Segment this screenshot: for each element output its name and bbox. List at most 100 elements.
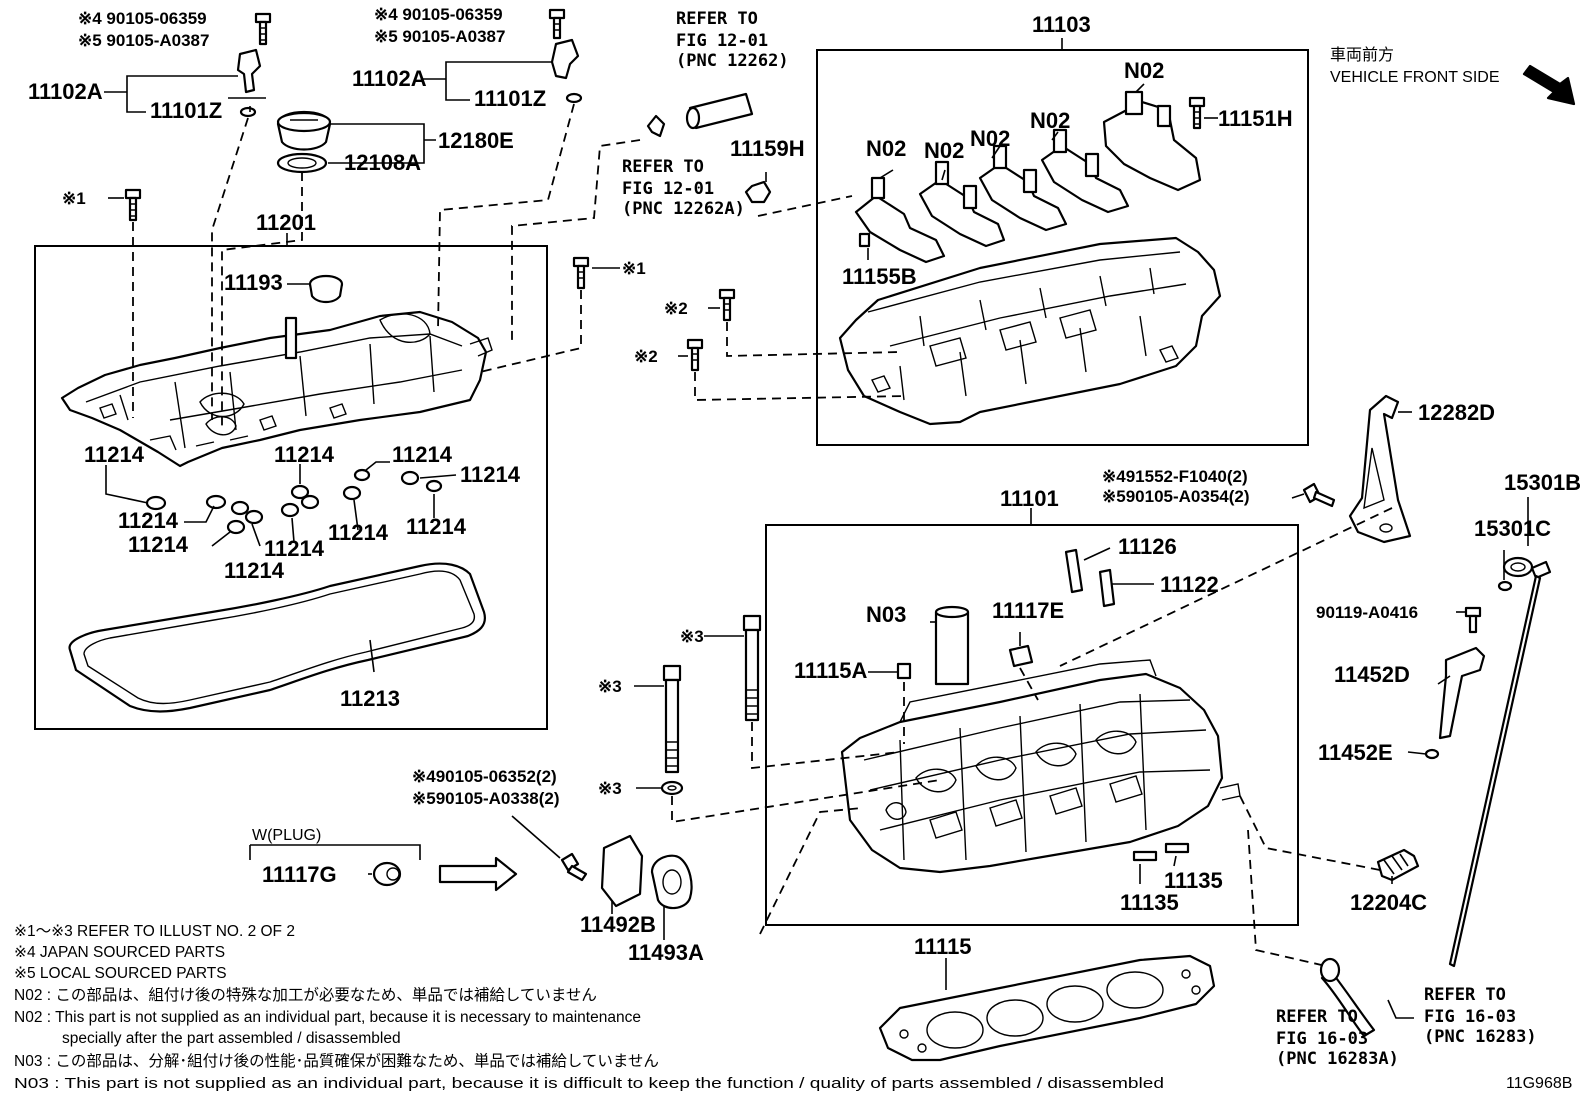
note-line: ※1～※3 REFER TO ILLUST NO. 2 OF 2: [14, 923, 295, 940]
part-label: N02: [866, 136, 906, 161]
camshaft-housing: [838, 236, 1222, 426]
note-line: N02 : この部品は、組付け後の特殊な加工が必要なため、単品では補給していませ…: [14, 986, 597, 1004]
pipe-ref-12262: [685, 92, 754, 130]
nut-11159H: [744, 180, 772, 204]
fastener-label: ※590105-A0354(2): [1102, 487, 1250, 506]
part-label: N02: [1030, 108, 1070, 133]
bolt-marker-2b: [686, 338, 704, 372]
fastener-label: ※491552-F1040(2): [1102, 467, 1248, 486]
camshaft-position-sensor-left: [236, 48, 262, 118]
part-label: 11492B: [580, 912, 656, 937]
clip-ref-12262A: [646, 114, 666, 138]
note-line: N03 : この部品は、分解･組付け後の性能･品質確保が困難なため、単品では補給…: [14, 1052, 659, 1070]
fastener-label: ※4 90105-06359: [78, 9, 207, 28]
part-label: 15301B: [1504, 470, 1581, 495]
part-label: 11214: [406, 514, 467, 539]
ref-line: (PNC 16283A): [1276, 1049, 1399, 1069]
pin-11135-b: [1164, 842, 1190, 854]
assembly-dashed-lines: [132, 103, 1393, 967]
part-label: 11214: [460, 462, 521, 487]
sleeve-N03: [934, 605, 970, 686]
reference-block-16283A: REFER TO FIG 16-03 (PNC 16283A): [1276, 1007, 1399, 1069]
part-label: 11117G: [262, 862, 337, 887]
ref-line: (PNC 12262A): [622, 199, 745, 219]
reference-block-12262: REFER TO FIG 12-01 (PNC 12262): [676, 9, 789, 71]
part-label: 11214: [264, 536, 325, 561]
part-label: 11117E: [992, 598, 1064, 623]
fastener-label: ※2: [634, 347, 658, 366]
part-label: N02: [970, 126, 1010, 151]
cylinder-head-cover-gasket: [68, 562, 486, 713]
part-label: N02: [1124, 58, 1164, 83]
part-label: 11135: [1120, 890, 1179, 915]
fastener-label: ※3: [598, 779, 622, 798]
fastener-label: ※5 90105-A0387: [78, 31, 209, 50]
engine-hanger-12282D: [1348, 394, 1412, 544]
bolt-90119: [1464, 606, 1482, 634]
bolt-11151H: [1188, 96, 1206, 130]
ref-line: REFER TO: [1424, 985, 1506, 1005]
plate-11492B: [600, 834, 644, 908]
fastener-label: ※590105-A0338(2): [412, 789, 560, 808]
part-label: 11214: [328, 520, 389, 545]
part-label: 11214: [84, 442, 145, 467]
oil-filler-cap: [276, 110, 332, 151]
diagram-code: 11G968B: [1506, 1075, 1572, 1092]
note-line: ※4 JAPAN SOURCED PARTS: [14, 944, 225, 961]
fastener-label: ※5 90105-A0387: [374, 27, 505, 46]
oil-level-gauge: [1448, 556, 1552, 968]
vehicle-front-arrow-icon: [1522, 64, 1576, 106]
cylinder-head: [840, 659, 1241, 874]
part-label: 11102A: [28, 79, 103, 104]
fastener-label: ※4 90105-06359: [374, 5, 503, 24]
bolt-sensor-left: [254, 12, 272, 46]
pin-11122: [1098, 568, 1116, 608]
gasket-11493A: [650, 854, 693, 910]
vehicle-front-jp: 車両前方: [1330, 46, 1394, 64]
notes-block: ※1～※3 REFER TO ILLUST NO. 2 OF 2 ※4 JAPA…: [14, 923, 1164, 1092]
fastener-label: ※490105-06352(2): [412, 767, 557, 786]
part-label: 11115A: [794, 658, 868, 683]
note-line: N02 : This part is not supplied as an in…: [14, 1009, 641, 1026]
part-label: 11214: [392, 442, 453, 467]
part-label: 11101Z: [474, 86, 546, 111]
part-label: 15301C: [1474, 516, 1551, 541]
part-label: 11214: [224, 558, 285, 583]
bolt-sensor-middle: [548, 8, 566, 40]
ref-line: REFER TO: [622, 157, 704, 177]
part-label: 12204C: [1350, 890, 1427, 915]
ref-line: FIG 16-03: [1276, 1029, 1368, 1049]
oil-gauge-guide-11452D: [1438, 646, 1486, 740]
camshaft-bearing-caps: [854, 90, 1202, 264]
part-label: 11214: [118, 508, 179, 533]
part-label: 11135: [1164, 868, 1223, 893]
cylinder-head-cover-group-box: [34, 245, 548, 730]
part-label: 11201: [256, 210, 316, 235]
leader-lines: [104, 61, 1529, 1019]
pin-11126: [1064, 548, 1084, 594]
head-bolt-marker-3b: [662, 664, 682, 774]
head-bolt-marker-3a: [742, 614, 762, 722]
oil-filler-cap-gasket: [276, 152, 328, 174]
bolt-hanger: [1302, 482, 1336, 508]
pin-11135-a: [1132, 850, 1158, 862]
head-bolt-washer: [660, 780, 684, 796]
pin-11155B: [858, 232, 871, 248]
pcv-valve-12204C: [1376, 848, 1420, 882]
ref-line: FIG 12-01: [622, 179, 714, 199]
o-ring-15301C: [1497, 580, 1513, 592]
part-label: 90119-A0416: [1316, 603, 1418, 622]
cover-plug-11193: [308, 274, 344, 304]
note-line: specially after the part assembled / dis…: [62, 1030, 401, 1047]
cylinder-head-group-box: [765, 524, 1299, 926]
arrow-right-icon: [438, 856, 518, 892]
hose-ref-16283: [1319, 957, 1376, 1038]
part-label: 11193: [224, 270, 283, 295]
part-label: N02: [924, 138, 964, 163]
part-label: 11159H: [730, 136, 805, 161]
reference-block-16283: REFER TO FIG 16-03 (PNC 16283): [1424, 985, 1537, 1047]
note-line: N03 : This part is not supplied as an in…: [14, 1075, 1164, 1092]
cylinder-head-gasket: [878, 954, 1216, 1062]
